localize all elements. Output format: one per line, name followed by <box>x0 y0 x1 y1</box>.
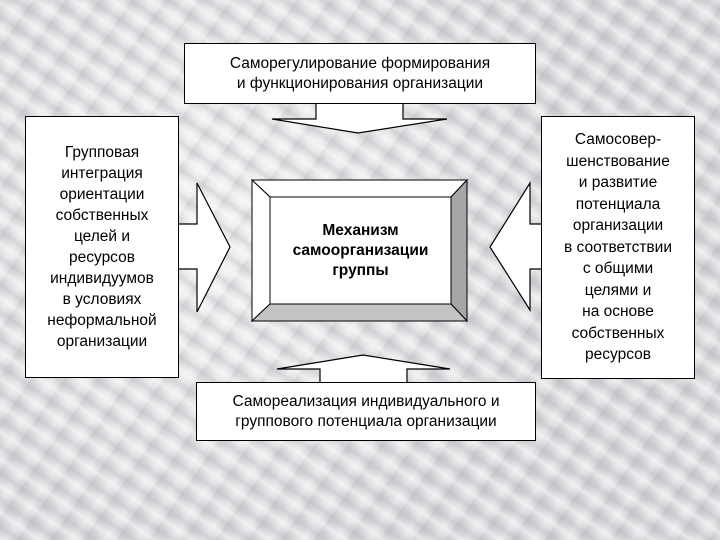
top-callout-box: Саморегулирование формирования и функцио… <box>184 43 536 104</box>
bevel-face <box>269 196 452 305</box>
right-callout-box: Самосовер- шенствование и развитие потен… <box>541 116 695 379</box>
bottom-callout-box: Самореализация индивидуального и группов… <box>196 382 536 441</box>
arrow-left-right <box>177 182 231 313</box>
center-mechanism-text: Механизм самоорганизации группы <box>292 221 429 279</box>
bevel-left <box>251 178 271 323</box>
right-callout-text: Самосовер- шенствование и развитие потен… <box>564 131 672 364</box>
arrow-bottom-up <box>276 354 451 384</box>
bevel-right <box>450 178 468 323</box>
top-callout-text: Саморегулирование формирования и функцио… <box>229 54 491 92</box>
arrow-right-left <box>489 180 543 313</box>
left-callout-box: Групповая интеграция ориентации собствен… <box>25 116 179 378</box>
bevel-top <box>250 179 469 198</box>
center-mechanism-label: Механизм самоорганизации группы <box>270 197 451 304</box>
bottom-callout-text: Самореализация индивидуального и группов… <box>232 392 500 430</box>
left-callout-text: Групповая интеграция ориентации собствен… <box>47 144 157 350</box>
arrow-top-down <box>271 102 448 134</box>
center-bevel-box <box>250 178 469 323</box>
bevel-bottom <box>250 303 469 322</box>
